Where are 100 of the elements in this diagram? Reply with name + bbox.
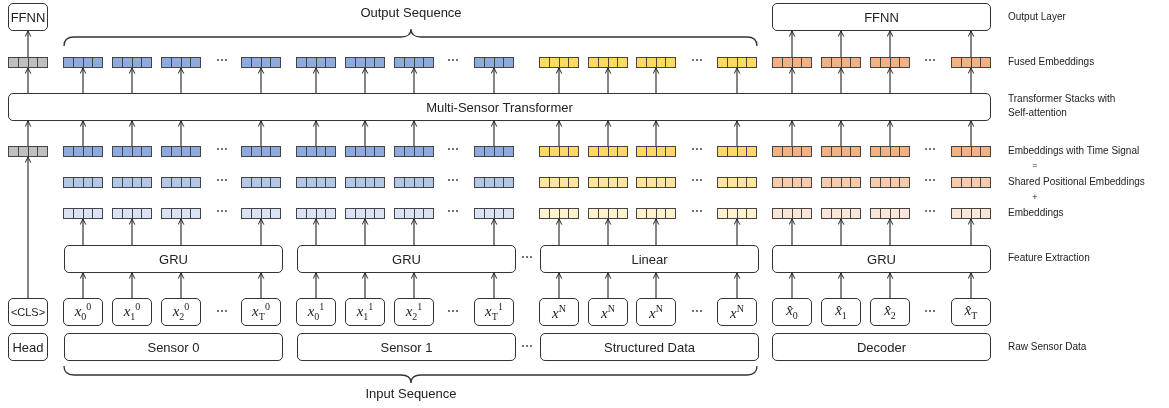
ellipsis: ⋯ [924, 303, 936, 320]
arrow [837, 67, 845, 94]
embedding-vector [717, 146, 757, 157]
embedding-vector [63, 57, 103, 68]
arrow [128, 218, 136, 246]
embedding-vector [474, 146, 514, 157]
embedding-vector [112, 177, 152, 188]
transformer-box: Multi-Sensor Transformer [8, 93, 991, 121]
embedding-vector [474, 208, 514, 219]
equals-sign: = [1032, 159, 1038, 172]
arrow [837, 272, 845, 299]
output-layer-box: FFNN [8, 3, 48, 31]
row-label: Shared Positional Embeddings [1008, 175, 1145, 189]
embedding-vector [63, 177, 103, 188]
arrow [410, 67, 418, 94]
embedding-vector [636, 57, 676, 68]
token-box: x̂$_{0}$ [772, 298, 812, 326]
arrow [79, 67, 87, 94]
arrow [410, 120, 418, 147]
embedding-vector [63, 208, 103, 219]
arrow [604, 218, 612, 246]
arrow [24, 30, 32, 58]
arrow [886, 120, 894, 147]
embedding-vector [296, 208, 336, 219]
row-label: Transformer Stacks with Self-attention [1008, 92, 1117, 119]
input-box: Head [8, 333, 48, 361]
feature-extractor-box: GRU [297, 245, 516, 273]
ellipsis: ⋯ [521, 338, 533, 355]
row-label: Feature Extraction [1008, 251, 1090, 265]
embedding-vector [296, 57, 336, 68]
ellipsis: ⋯ [216, 172, 228, 189]
arrow [886, 67, 894, 94]
ellipsis: ⋯ [216, 52, 228, 69]
ellipsis: ⋯ [447, 303, 459, 320]
embedding-vector [636, 146, 676, 157]
arrow [490, 120, 498, 147]
embedding-vector [821, 146, 861, 157]
embedding-vector [161, 146, 201, 157]
arrow [967, 272, 975, 299]
ellipsis: ⋯ [924, 203, 936, 220]
arrow [555, 218, 563, 246]
arrow [361, 218, 369, 246]
embedding-vector [8, 57, 48, 68]
embedding-vector [296, 146, 336, 157]
embedding-vector [345, 57, 385, 68]
feature-extractor-box: GRU [772, 245, 991, 273]
embedding-vector [951, 208, 991, 219]
row-label: Fused Embeddings [1008, 55, 1095, 69]
embedding-vector [951, 57, 991, 68]
token-box: x̂$_{2}$ [870, 298, 910, 326]
embedding-vector [588, 177, 628, 188]
embedding-vector [161, 57, 201, 68]
embedding-vector [821, 208, 861, 219]
embedding-vector [394, 57, 434, 68]
embedding-vector [539, 208, 579, 219]
embedding-vector [539, 146, 579, 157]
ellipsis: ⋯ [216, 303, 228, 320]
arrow [410, 272, 418, 299]
arrow [257, 272, 265, 299]
arrow [837, 218, 845, 246]
arrow [257, 120, 265, 147]
arrow [788, 120, 796, 147]
arrow [361, 120, 369, 147]
token-box: x$^{N}$ [588, 298, 628, 326]
row-label: Embeddings with Time Signal [1008, 144, 1140, 158]
ellipsis: ⋯ [691, 172, 703, 189]
arrow [312, 272, 320, 299]
arrow [733, 218, 741, 246]
ellipsis: ⋯ [216, 203, 228, 220]
output-layer-box: FFNN [772, 3, 991, 31]
input-box: Decoder [772, 333, 991, 361]
arrow [652, 218, 660, 246]
embedding-vector [951, 146, 991, 157]
feature-extractor-box: Linear [540, 245, 759, 273]
embedding-vector [870, 208, 910, 219]
embedding-vector [474, 57, 514, 68]
embedding-vector [636, 208, 676, 219]
arrow [128, 120, 136, 147]
arrow [177, 120, 185, 147]
embedding-vector [870, 177, 910, 188]
token-box: x$^{N}$ [636, 298, 676, 326]
token-box: x$^{N}$ [717, 298, 757, 326]
arrow [361, 67, 369, 94]
embedding-vector [636, 177, 676, 188]
arrow [967, 30, 975, 58]
embedding-vector [241, 177, 281, 188]
ellipsis: ⋯ [691, 141, 703, 158]
embedding-vector [8, 146, 48, 157]
arrow [79, 120, 87, 147]
arrow [555, 272, 563, 299]
ellipsis: ⋯ [447, 203, 459, 220]
embedding-vector [63, 146, 103, 157]
embedding-vector [821, 177, 861, 188]
ellipsis: ⋯ [216, 141, 228, 158]
embedding-vector [112, 57, 152, 68]
ellipsis: ⋯ [924, 52, 936, 69]
arrow [837, 30, 845, 58]
embedding-vector [772, 57, 812, 68]
embedding-vector [870, 146, 910, 157]
arrow [79, 218, 87, 246]
